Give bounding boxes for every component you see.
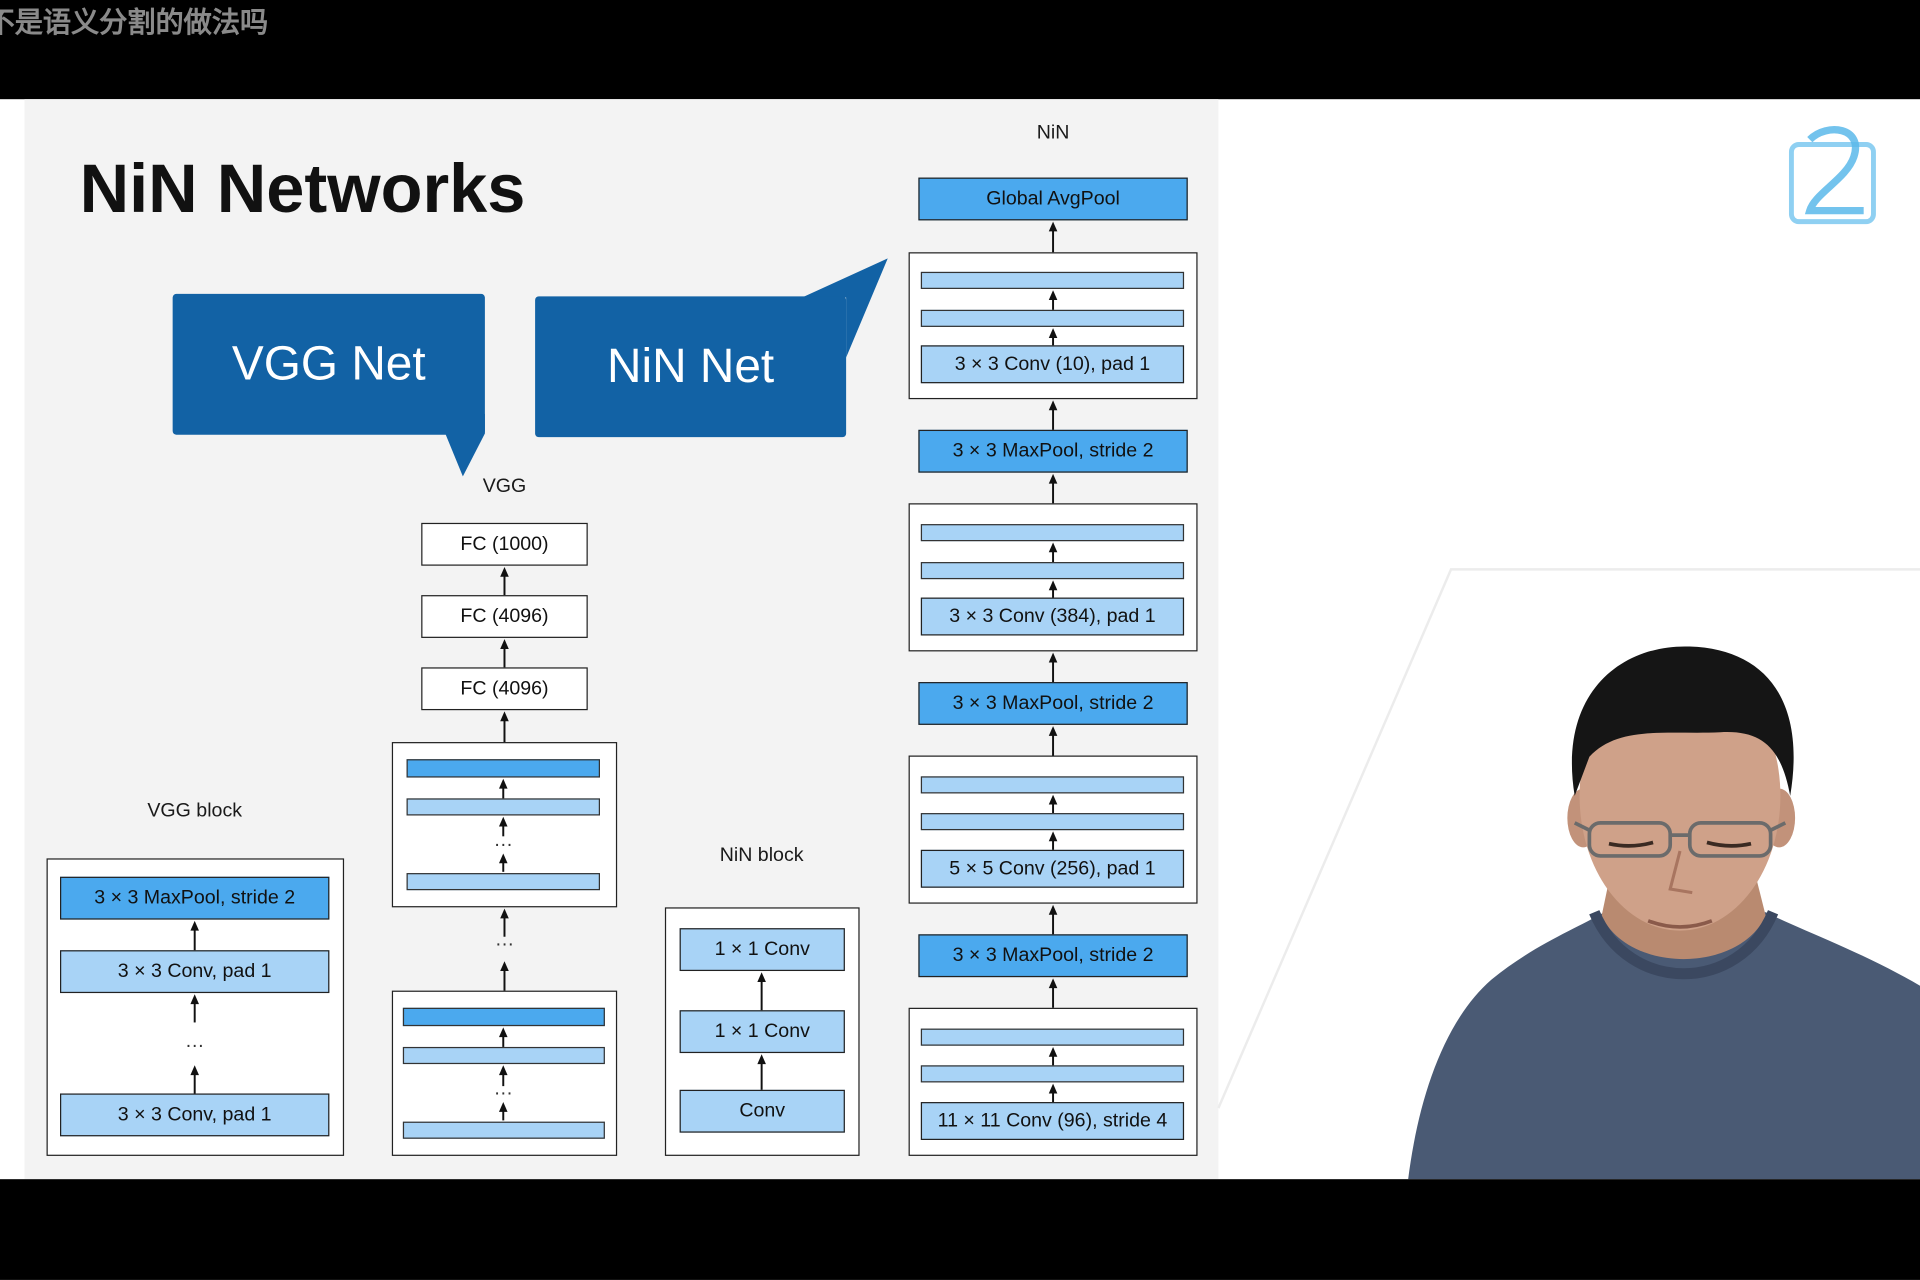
vgg-stack-block: … bbox=[391, 990, 618, 1156]
slide-title: NiN Networks bbox=[79, 149, 526, 227]
maxpool-layer: 3 × 3 MaxPool, stride 2 bbox=[918, 934, 1188, 978]
conv-layer: Conv bbox=[679, 1089, 845, 1133]
pool-bar bbox=[406, 759, 601, 778]
ellipsis: … bbox=[494, 929, 515, 951]
conv-layer: 3 × 3 Conv (384), pad 1 bbox=[920, 597, 1185, 636]
nin-label: NiN bbox=[1036, 122, 1070, 144]
danmaku-comment: 不是语义分割的做法吗 bbox=[0, 7, 269, 40]
glasses-icon bbox=[1573, 821, 1787, 858]
conv-bar bbox=[920, 813, 1185, 831]
presenter-ear bbox=[1763, 788, 1796, 848]
presenter-eyes bbox=[1608, 840, 1752, 848]
vgg-label: VGG bbox=[482, 476, 527, 498]
bottom-letterbox bbox=[0, 1179, 1920, 1280]
global-avgpool-layer: Global AvgPool bbox=[918, 177, 1188, 221]
ellipsis: … bbox=[184, 1031, 205, 1052]
maxpool-layer: 3 × 3 MaxPool, stride 2 bbox=[60, 876, 330, 920]
presenter-mouth bbox=[1647, 919, 1713, 929]
conv-layer: 3 × 3 Conv, pad 1 bbox=[60, 950, 330, 994]
conv-bar bbox=[920, 271, 1185, 289]
vgg-fc-layer: FC (4096) bbox=[421, 667, 588, 711]
presenter-shirt bbox=[1408, 912, 1920, 1180]
presenter-neck bbox=[1601, 857, 1766, 960]
maxpool-layer: 3 × 3 MaxPool, stride 2 bbox=[918, 429, 1188, 473]
conv-bar bbox=[920, 1065, 1185, 1083]
maxpool-layer: 3 × 3 MaxPool, stride 2 bbox=[918, 682, 1188, 725]
presenter-hair bbox=[1571, 646, 1794, 796]
presenter-collar bbox=[1589, 910, 1779, 980]
conv-bar bbox=[920, 524, 1185, 542]
vgg-net-callout-text: VGG Net bbox=[231, 337, 426, 391]
backdrop-edge bbox=[1217, 568, 1920, 1109]
conv-layer: 5 × 5 Conv (256), pad 1 bbox=[920, 849, 1185, 888]
conv-bar bbox=[920, 776, 1185, 794]
nin-block-label: NiN block bbox=[719, 844, 804, 866]
conv-layer: 3 × 3 Conv (10), pad 1 bbox=[920, 345, 1185, 384]
vgg-fc-layer: FC (4096) bbox=[421, 595, 588, 638]
nin-stack-block: 5 × 5 Conv (256), pad 1 bbox=[908, 755, 1198, 904]
top-letterbox: 不是语义分割的做法吗 bbox=[0, 0, 1920, 100]
conv-bar bbox=[406, 873, 601, 891]
pool-bar bbox=[402, 1007, 605, 1027]
nin-stack-block: 3 × 3 Conv (384), pad 1 bbox=[908, 503, 1198, 652]
conv-layer: 1 × 1 Conv bbox=[679, 928, 845, 972]
conv-layer: 11 × 11 Conv (96), stride 4 bbox=[920, 1102, 1185, 1141]
presenter-face bbox=[1579, 661, 1781, 931]
presenter-ear bbox=[1567, 788, 1600, 848]
nin-stack-block: 11 × 11 Conv (96), stride 4 bbox=[908, 1007, 1198, 1156]
conv-bar bbox=[402, 1046, 605, 1065]
vgg-net-callout: VGG Net bbox=[172, 293, 485, 435]
ellipsis: … bbox=[493, 1078, 514, 1100]
presenter-nose bbox=[1668, 850, 1693, 895]
conv-bar bbox=[402, 1121, 605, 1139]
vgg-block-label: VGG block bbox=[147, 800, 243, 822]
conv-bar bbox=[920, 1028, 1185, 1046]
nin-stack-block: 3 × 3 Conv (10), pad 1 bbox=[908, 252, 1198, 400]
vgg-block: 3 × 3 MaxPool, stride 2 3 × 3 Conv, pad … bbox=[46, 858, 345, 1156]
vgg-stack-block: … bbox=[391, 742, 618, 908]
ellipsis: … bbox=[493, 830, 514, 852]
nin-net-callout-text: NiN Net bbox=[607, 339, 775, 393]
conv-bar bbox=[406, 798, 601, 816]
vgg-fc-layer: FC (1000) bbox=[421, 522, 588, 566]
conv-bar bbox=[920, 309, 1185, 327]
nin-block: 1 × 1 Conv 1 × 1 Conv Conv bbox=[664, 907, 860, 1156]
conv-layer: 1 × 1 Conv bbox=[679, 1010, 845, 1054]
conv-bar bbox=[920, 562, 1185, 580]
conv-layer: 3 × 3 Conv, pad 1 bbox=[60, 1093, 330, 1137]
nin-net-callout: NiN Net bbox=[535, 296, 847, 438]
